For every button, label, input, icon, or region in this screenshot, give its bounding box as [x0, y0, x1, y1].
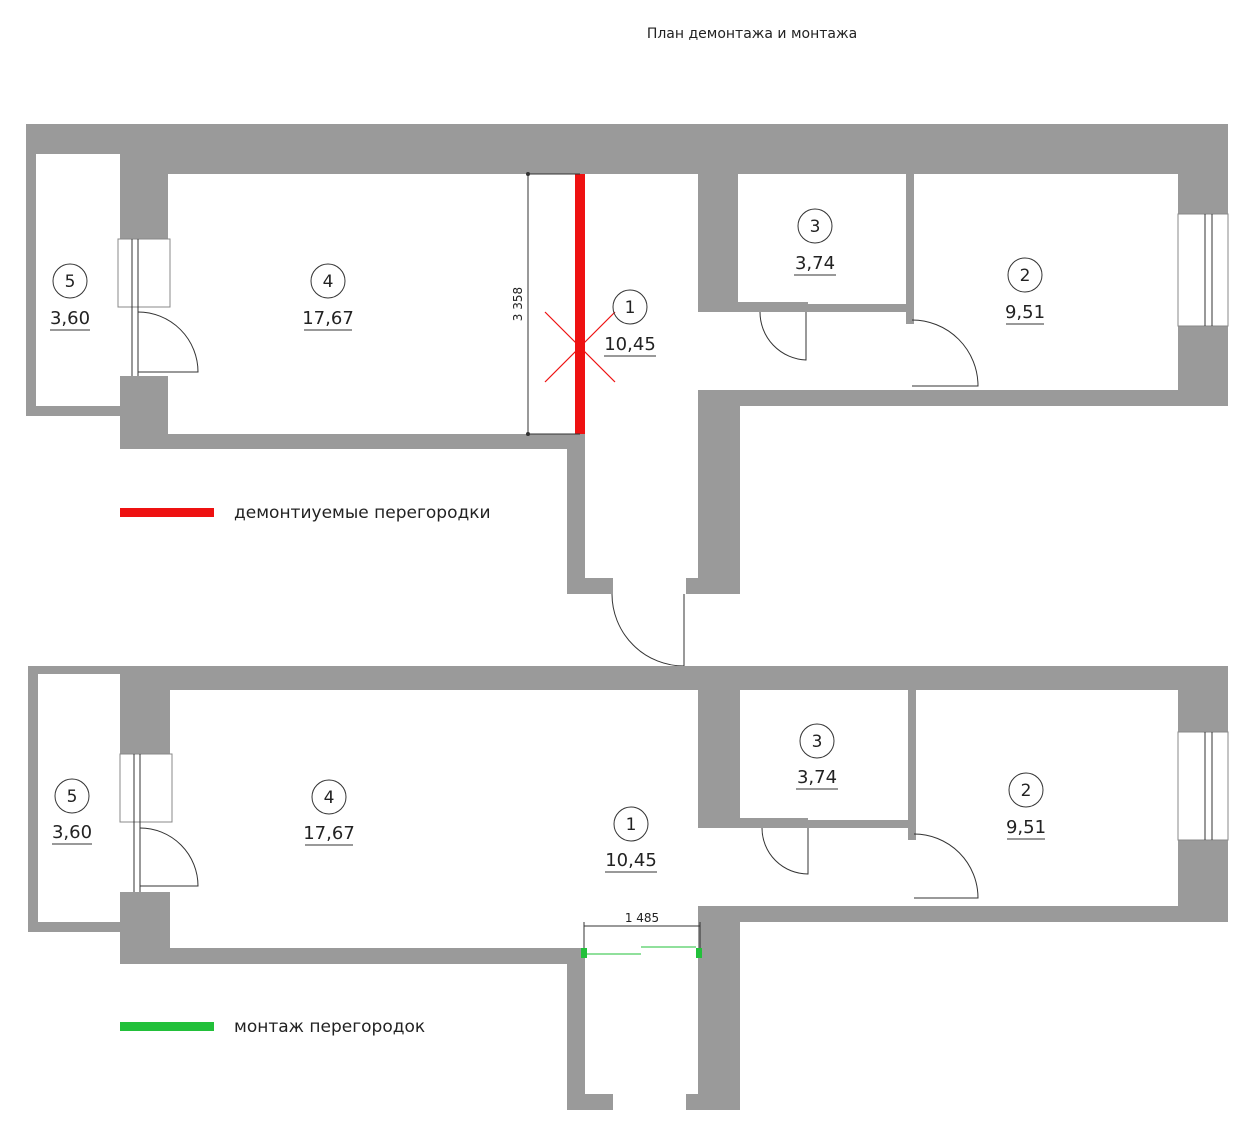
- installed-partition-right: [696, 948, 702, 958]
- svg-text:17,67: 17,67: [302, 308, 354, 329]
- plan-bottom: 1 485 5 3,60 4 17,67 1 10,45 3 3,74 2: [28, 666, 1229, 1110]
- svg-text:1: 1: [626, 815, 637, 835]
- svg-text:10,45: 10,45: [604, 334, 656, 355]
- svg-text:2: 2: [1020, 266, 1031, 286]
- wall-room2b-left: [908, 690, 916, 840]
- svg-text:3: 3: [810, 217, 821, 237]
- room-label-2: 2 9,51: [1005, 257, 1045, 325]
- wall-balcony2-left: [28, 666, 38, 932]
- room-label-5: 5 3,60: [50, 263, 90, 331]
- dimension-label-bottom: 1 485: [625, 911, 659, 925]
- door-bathroom: [759, 311, 807, 361]
- room-label-1-bottom: 1 10,45: [605, 806, 657, 873]
- wall-south-east: [698, 390, 1228, 406]
- wall-corridor2-left: [567, 948, 585, 1110]
- wall-left-upper: [120, 124, 168, 239]
- room-label-3-bottom: 3 3,74: [796, 723, 838, 790]
- wall-left2-upper: [120, 666, 170, 754]
- wall-balcony2-top: [28, 666, 122, 674]
- wall-balcony-top: [26, 124, 122, 154]
- wall-south-room4: [120, 434, 585, 449]
- wall-balcony2-bottom: [28, 922, 122, 932]
- window-east: [1177, 213, 1229, 327]
- wall-bath2-bottom-a: [740, 818, 808, 828]
- balcony-window: [117, 238, 171, 308]
- svg-text:9,51: 9,51: [1006, 817, 1046, 838]
- wall-corridor-left: [567, 434, 585, 594]
- wall-corridor-right: [698, 390, 740, 594]
- svg-text:9,51: 9,51: [1005, 302, 1045, 323]
- wall-bath2-bottom-b: [806, 820, 916, 828]
- wall-east-lower: [1178, 326, 1228, 406]
- wall-bath-left: [698, 174, 738, 312]
- balcony-window-2: [119, 753, 173, 823]
- svg-text:3,60: 3,60: [52, 822, 92, 843]
- room-label-5-bottom: 5 3,60: [52, 778, 92, 845]
- svg-text:4: 4: [323, 272, 334, 292]
- door-bathroom-2: [761, 827, 809, 875]
- wall-corridor-left-stub: [567, 578, 613, 594]
- svg-text:10,45: 10,45: [605, 850, 657, 871]
- wall-bath2-left: [698, 690, 740, 828]
- wall-bottom-north: [120, 666, 1228, 690]
- legend-demolition: демонтиуемые перегородки: [120, 503, 491, 523]
- door-balcony: [137, 311, 199, 373]
- wall-corridor2-right-stub: [686, 1094, 740, 1110]
- installed-partition-left: [581, 948, 587, 958]
- wall-bath-bottom-b: [806, 304, 914, 312]
- svg-text:4: 4: [324, 788, 335, 808]
- wall-south2-east: [698, 906, 1228, 922]
- svg-text:1: 1: [625, 298, 636, 318]
- door-room2-2: [913, 833, 979, 899]
- legend-installation-label: монтаж перегородок: [234, 1017, 425, 1037]
- svg-text:3,74: 3,74: [797, 767, 837, 788]
- wall-east2-upper: [1178, 666, 1228, 732]
- room-label-2-bottom: 2 9,51: [1006, 772, 1046, 840]
- wall-east2-lower: [1178, 840, 1228, 906]
- svg-text:3,74: 3,74: [795, 253, 835, 274]
- svg-text:5: 5: [67, 787, 78, 807]
- svg-text:2: 2: [1021, 781, 1032, 801]
- wall-south2-room4: [120, 948, 585, 964]
- svg-text:3,60: 3,60: [50, 308, 90, 329]
- demolished-partition: [575, 174, 585, 434]
- wall-corridor2-right: [698, 906, 740, 1110]
- drawing-title: План демонтажа и монтажа: [647, 26, 857, 42]
- wall-east-upper: [1178, 124, 1228, 214]
- wall-corridor-right-stub: [686, 578, 740, 594]
- room-label-3: 3 3,74: [794, 208, 836, 276]
- plan-top: 3 358 5 3,60 4 17,67 1 10,45 3 3,74: [26, 124, 1229, 667]
- svg-text:17,67: 17,67: [303, 823, 355, 844]
- legend-installation-swatch: [120, 1022, 214, 1031]
- window-east-2: [1177, 731, 1229, 841]
- legend-installation: монтаж перегородок: [120, 1017, 425, 1037]
- wall-room2-left: [906, 174, 914, 324]
- legend-demolition-swatch: [120, 508, 214, 517]
- door-balcony-2: [139, 827, 199, 887]
- wall-top-north: [120, 124, 1228, 174]
- wall-corridor2-left-stub: [567, 1094, 613, 1110]
- door-entrance: [611, 593, 685, 667]
- svg-text:3: 3: [812, 732, 823, 752]
- wall-balcony-left: [26, 124, 36, 416]
- room-label-4: 4 17,67: [302, 263, 354, 331]
- legend-demolition-label: демонтиуемые перегородки: [234, 503, 491, 523]
- svg-text:5: 5: [65, 272, 76, 292]
- dimension-label-top: 3 358: [511, 287, 525, 321]
- wall-bath-bottom-a: [738, 302, 808, 312]
- room-label-1: 1 10,45: [604, 289, 656, 357]
- room-label-4-bottom: 4 17,67: [303, 779, 355, 846]
- door-room2: [911, 319, 979, 387]
- wall-balcony-bottom: [26, 406, 122, 416]
